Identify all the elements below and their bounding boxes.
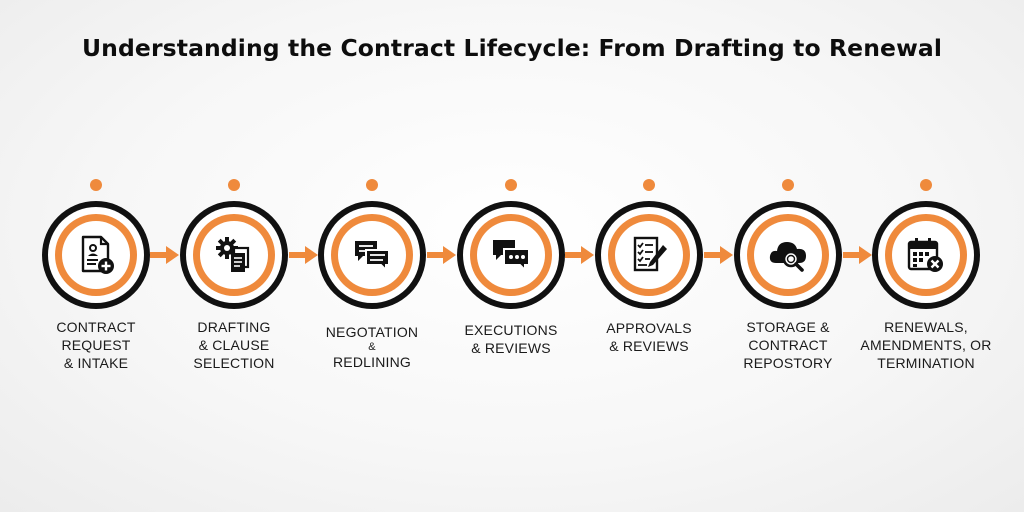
calendar-cancel-icon — [907, 238, 943, 272]
step-1-label: CONTRACT REQUEST & INTAKE — [56, 319, 136, 371]
checklist-pen-icon — [633, 236, 667, 272]
step-3-marker-dot — [366, 179, 378, 191]
page-title: Understanding the Contract Lifecycle: Fr… — [82, 34, 942, 62]
step-5-label: APPROVALS & REVIEWS — [606, 320, 692, 354]
step-3-label: NEGOTATION & REDLINING — [325, 324, 419, 370]
step-5-marker-dot — [643, 179, 655, 191]
step-arrow-5 — [704, 246, 733, 264]
step-4-marker-dot — [505, 179, 517, 191]
step-2-node — [180, 201, 288, 309]
cloud-search-icon — [769, 242, 806, 272]
step-6-marker-dot — [782, 179, 794, 191]
step-1-node — [42, 201, 150, 309]
contract-document-plus-icon — [81, 235, 114, 274]
step-6-node — [734, 201, 842, 309]
step-arrow-3 — [427, 246, 456, 264]
step-6-label: STORAGE & CONTRACT REPOSTORY — [743, 319, 833, 371]
step-arrow-6 — [843, 246, 872, 264]
step-arrow-1 — [150, 246, 179, 264]
gear-documents-icon — [216, 237, 250, 272]
step-7-label: RENEWALS, AMENDMENTS, OR TERMINATION — [860, 319, 992, 371]
chat-bubbles-icon — [355, 241, 390, 273]
step-1-marker-dot — [90, 179, 102, 191]
step-7-node — [872, 201, 980, 309]
step-5-node — [595, 201, 703, 309]
chat-dots-bubbles-icon — [493, 240, 530, 273]
step-4-label: EXECUTIONS & REVIEWS — [464, 322, 558, 356]
step-arrow-4 — [565, 246, 594, 264]
step-4-node — [457, 201, 565, 309]
step-7-marker-dot — [920, 179, 932, 191]
step-arrow-2 — [289, 246, 318, 264]
step-2-label: DRAFTING & CLAUSE SELECTION — [193, 319, 275, 371]
step-2-marker-dot — [228, 179, 240, 191]
step-3-node — [318, 201, 426, 309]
